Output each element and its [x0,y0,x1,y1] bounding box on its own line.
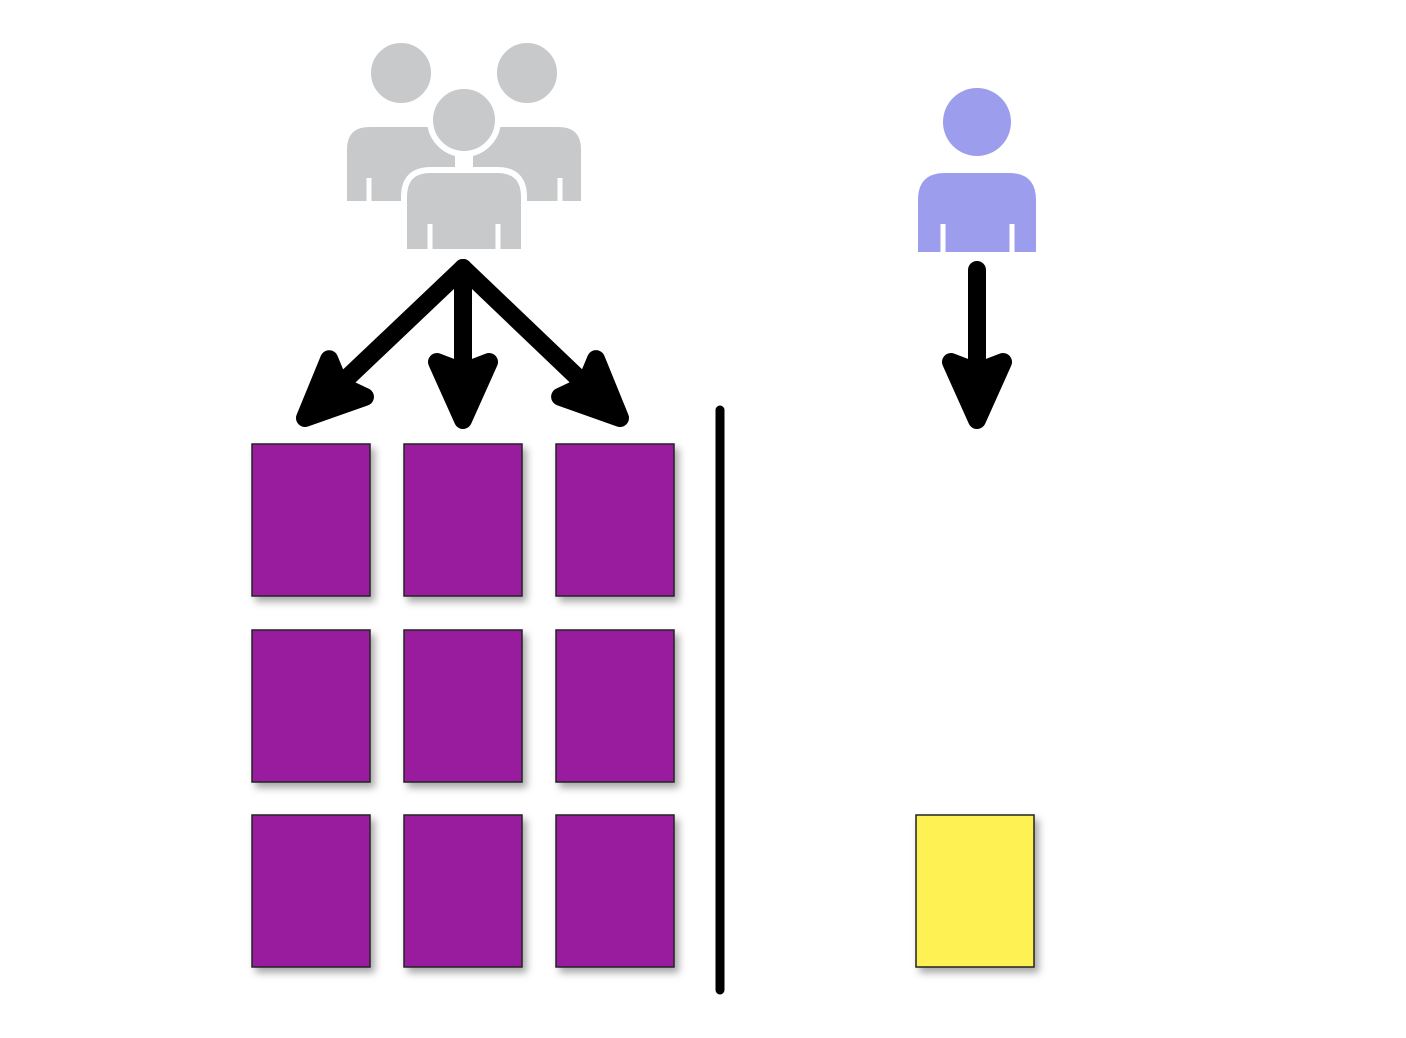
single-arrow-1 [942,261,1012,429]
purple-block [403,629,523,783]
purple-block [251,629,371,783]
purple-block [555,629,675,783]
left-block-grid [251,443,675,968]
purple-block [251,814,371,968]
group-icon-details [366,178,563,254]
arrow-1 [296,259,472,427]
arrow-3 [454,259,629,427]
purple-block [555,814,675,968]
fan-out-arrows [296,259,629,429]
purple-block [251,443,371,597]
users-group-icon [341,37,587,255]
right-block-area [915,814,1035,968]
purple-block [403,443,523,597]
single-arrow [942,261,1012,429]
user-icon [918,88,1036,252]
purple-block [403,814,523,968]
arrow-2 [428,259,498,429]
yellow-block [915,814,1035,968]
user-icon-details [940,224,1015,254]
purple-block [555,443,675,597]
user-front-icon [401,83,527,255]
